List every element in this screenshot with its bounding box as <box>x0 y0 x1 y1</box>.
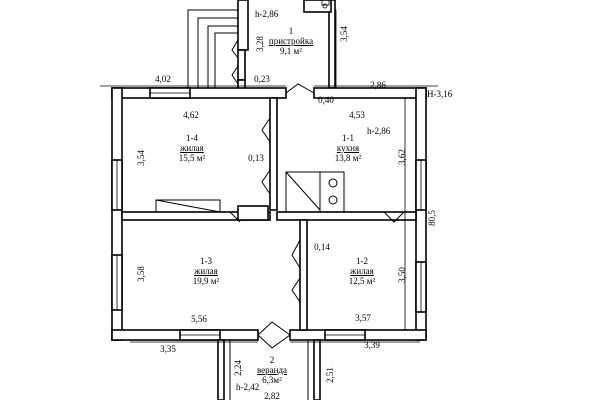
room-veranda-area: 6,3м² <box>262 375 282 385</box>
room-kitchen-area: 13,8 м² <box>334 153 362 163</box>
room-living-1-3-area: 19,9 м² <box>192 276 220 286</box>
dim-annex-left: 3,28 <box>255 36 265 52</box>
dim-left-upper: 3,54 <box>136 150 146 166</box>
kitchen-stove <box>285 171 345 213</box>
dim-annex-step: 0,23 <box>254 74 270 84</box>
dim-top-right-in: 4,53 <box>349 110 365 120</box>
room-stove <box>155 199 221 213</box>
dim-partition-upper: 0,13 <box>248 153 264 163</box>
dimension-lines <box>100 10 438 343</box>
annex-height: h-2,86 <box>255 9 279 19</box>
room-kitchen: 1-1 кухня 13,8 м² <box>335 133 361 163</box>
room-living-1-4-id: 1-4 <box>186 133 198 143</box>
dim-bottom-left-out: 3,35 <box>160 344 176 354</box>
dim-bottom-right-in: 3,57 <box>355 313 371 323</box>
partitions <box>121 97 417 331</box>
house-height: h-2,86 <box>367 126 391 136</box>
veranda-height: h-2,42 <box>236 382 260 392</box>
dim-veranda-bottom: 2,82 <box>264 391 280 400</box>
dim-left-lower: 3,58 <box>136 266 146 282</box>
ridge-height: H-3,16 <box>427 89 453 99</box>
room-living-1-4-area: 15,5 м² <box>178 153 206 163</box>
house-outer-walls <box>111 87 427 341</box>
dim-partition-lower: 0,14 <box>314 242 330 252</box>
room-annex-id: 1 <box>288 26 294 36</box>
room-annex-area: 9,1 м² <box>280 46 302 56</box>
room-veranda-id: 2 <box>269 355 275 365</box>
dim-veranda-left: 2,24 <box>233 360 243 376</box>
room-living-1-2-name: жилая <box>350 266 374 276</box>
room-living-1-3-name: жилая <box>194 266 218 276</box>
veranda-walls <box>217 339 321 400</box>
room-living-1-4: 1-4 жилая 15,5 м² <box>179 133 205 163</box>
room-kitchen-id: 1-1 <box>342 133 354 143</box>
room-living-1-4-name: жилая <box>180 143 204 153</box>
room-annex-name: пристройка <box>268 36 314 46</box>
dim-top-gap: 0,40 <box>318 95 334 105</box>
room-veranda-name: веранда <box>256 365 288 375</box>
room-veranda: 2 веранда 6,3м² <box>257 355 287 385</box>
dim-bottom-left-in: 5,56 <box>191 314 207 324</box>
dim-annex-right: 3,54 <box>339 26 349 42</box>
dim-top-right-out: 2,86 <box>370 80 386 90</box>
annex-walls <box>187 0 336 91</box>
dim-right-lower: 3,50 <box>397 267 407 283</box>
dim-right-total: 80,5 <box>427 210 437 226</box>
dim-right-upper: 3,62 <box>397 149 407 165</box>
dim-veranda-right: 2,51 <box>325 367 335 383</box>
room-living-1-2-area: 12,5 м² <box>348 276 376 286</box>
room-living-1-2-id: 1-2 <box>356 256 368 266</box>
dim-top-left-out: 4,02 <box>155 74 171 84</box>
dim-top-left-in: 4,62 <box>183 110 199 120</box>
room-living-1-3-id: 1-3 <box>200 256 212 266</box>
doors <box>229 39 405 349</box>
room-living-1-3: 1-3 жилая 19,9 м² <box>193 256 219 286</box>
room-annex: 1 пристройка 9,1 м² <box>269 26 313 56</box>
dim-bottom-right-out: 3,39 <box>364 340 380 350</box>
room-kitchen-name: кухня <box>336 143 360 153</box>
room-living-1-2: 1-2 жилая 12,5 м² <box>349 256 375 286</box>
